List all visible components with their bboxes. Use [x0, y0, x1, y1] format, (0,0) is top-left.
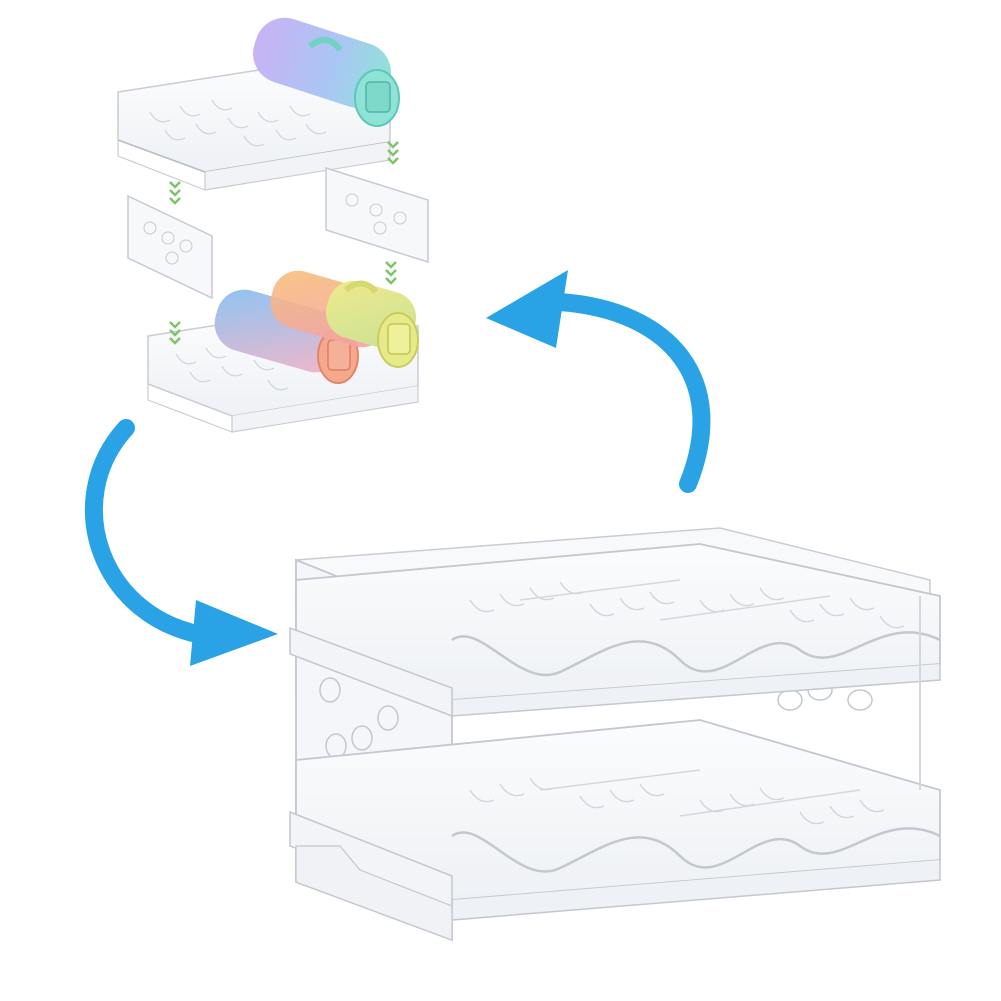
side-panel-left	[127, 194, 213, 300]
chevron-down-icon	[385, 261, 397, 285]
lower-tray	[147, 270, 419, 433]
curved-arrow-icon	[486, 270, 711, 493]
side-panel-right	[325, 166, 429, 285]
assembled-organizer	[289, 527, 941, 942]
bottom-tray	[289, 719, 941, 941]
bottle-yellow	[325, 280, 419, 368]
chevron-down-icon	[169, 141, 399, 205]
bottle-purple	[253, 17, 400, 127]
assembly-diagram	[117, 17, 429, 433]
top-tray	[289, 543, 941, 718]
chevron-down-icon	[169, 321, 181, 345]
upper-tray	[117, 17, 400, 205]
curved-arrow-icon	[84, 419, 278, 666]
